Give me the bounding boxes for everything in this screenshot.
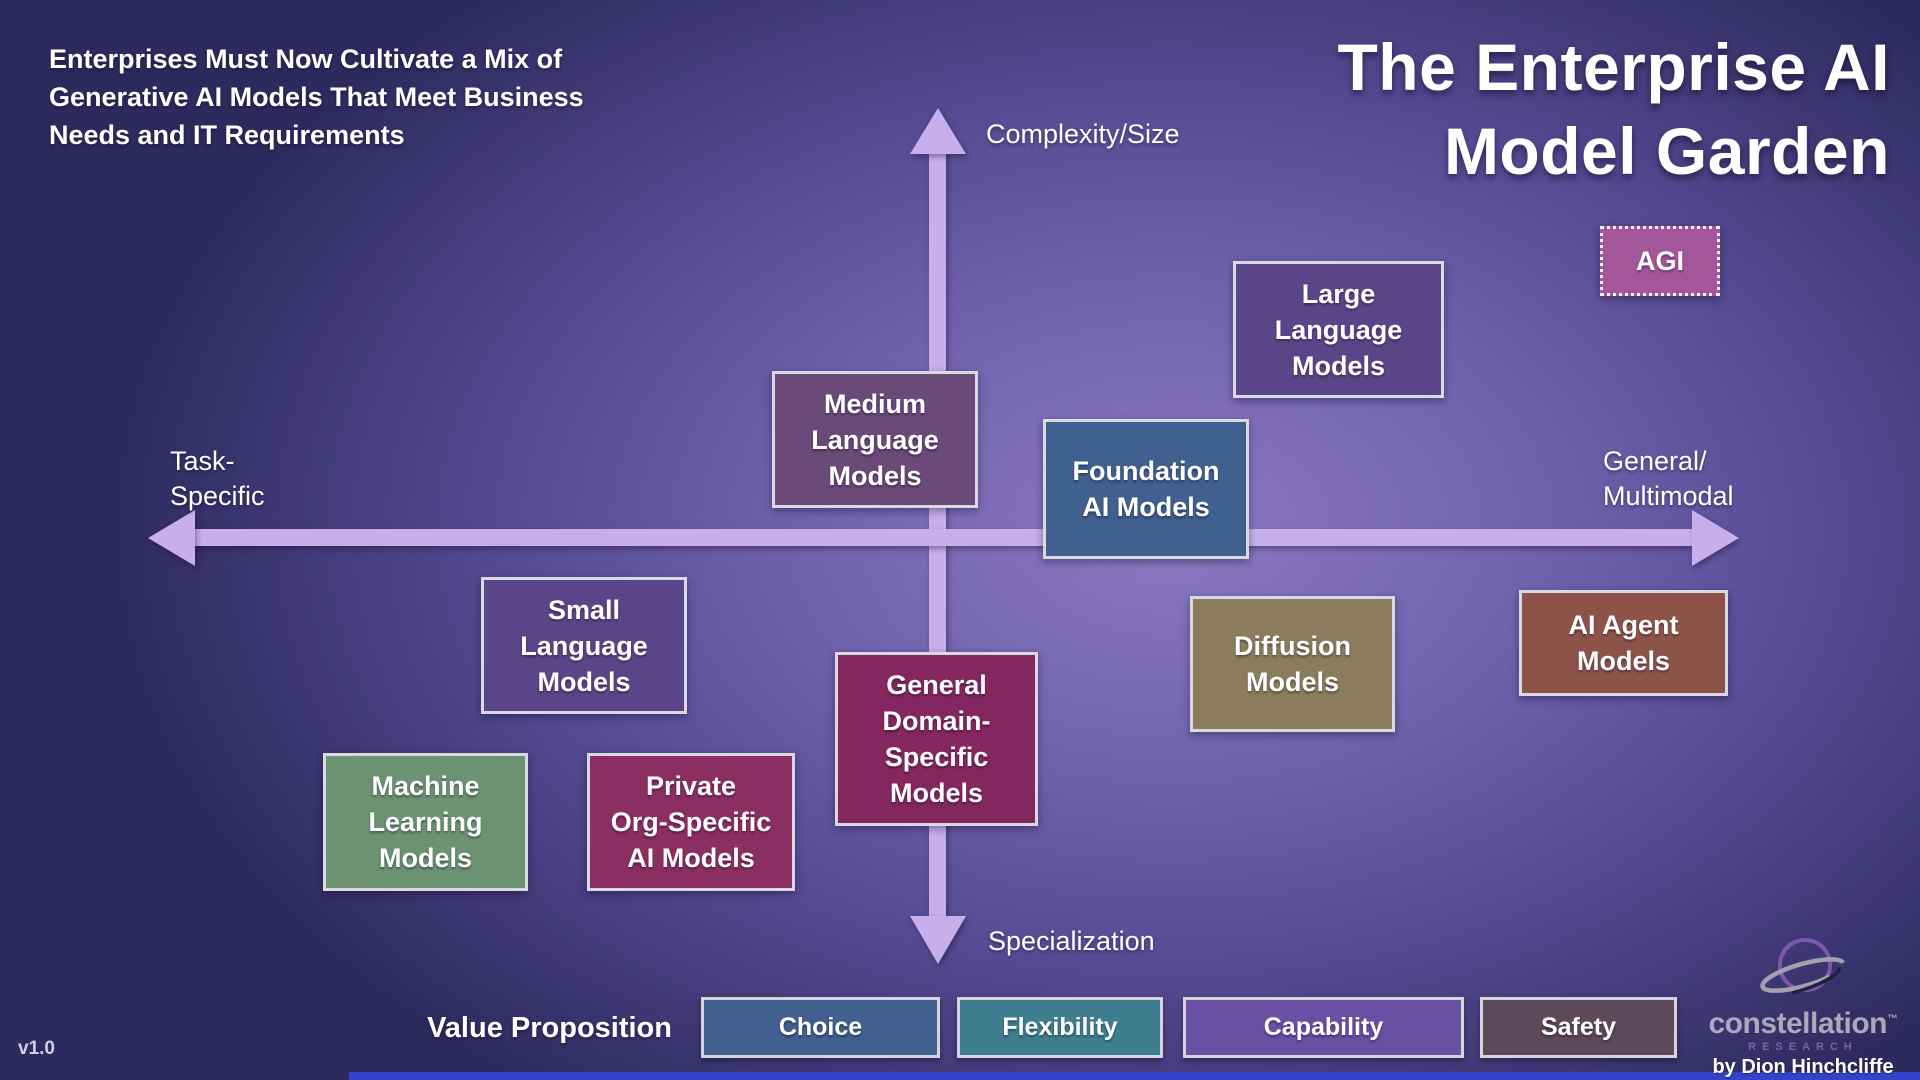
arrow-down-icon <box>910 916 966 964</box>
constellation-research-logo: constellation™ RESEARCH by Dion Hinchcli… <box>1708 933 1898 1079</box>
foundation-ai-models-label: Foundation AI Models <box>1072 456 1220 522</box>
large-language-models-label: Large Language Models <box>1274 278 1403 381</box>
horizontal-axis-line <box>193 529 1694 546</box>
trademark-symbol: ™ <box>1887 1013 1898 1025</box>
slide-subtitle: Enterprises Must Now Cultivate a Mix of … <box>49 44 584 150</box>
agi-label: AGI <box>1635 246 1684 276</box>
small-language-models-box: Small Language Models <box>481 577 687 714</box>
arrow-up-icon <box>910 108 966 154</box>
large-language-models-box: Large Language Models <box>1233 261 1444 398</box>
arrow-left-icon <box>148 510 195 566</box>
logo-division: RESEARCH <box>1748 1041 1858 1053</box>
general-domain-specific-models-box: General Domain- Specific Models <box>835 652 1038 826</box>
value-safety-label: Safety <box>1540 1013 1617 1041</box>
small-language-models-label: Small Language Models <box>520 594 648 697</box>
constellation-orbit-icon <box>1760 938 1846 998</box>
general-domain-specific-models-label: General Domain- Specific Models <box>882 670 991 808</box>
axis-label-task-specific: Task- Specific <box>170 446 265 511</box>
machine-learning-models-label: Machine Learning Models <box>368 771 483 873</box>
medium-language-models-box: Medium Language Models <box>772 371 978 508</box>
foundation-ai-models-box: Foundation AI Models <box>1043 419 1249 559</box>
slide-title: The Enterprise AI Model Garden <box>1337 30 1890 188</box>
logo-wordmark: constellation™ <box>1708 1007 1898 1040</box>
bottom-accent-bar <box>349 1072 1920 1080</box>
machine-learning-models-box: Machine Learning Models <box>323 753 528 891</box>
value-choice-box: Choice <box>701 997 940 1058</box>
ai-agent-models-label: AI Agent Models <box>1568 610 1679 676</box>
value-capability-label: Capability <box>1263 1013 1384 1041</box>
medium-language-models-label: Medium Language Models <box>811 388 939 491</box>
axis-label-general-multimodal: General/ Multimodal <box>1603 446 1734 511</box>
value-proposition-label: Value Proposition <box>427 1012 672 1044</box>
axis-label-specialization: Specialization <box>988 926 1155 956</box>
arrow-right-icon <box>1692 510 1739 566</box>
private-org-specific-ai-models-box: Private Org-Specific AI Models <box>587 753 795 891</box>
value-choice-label: Choice <box>778 1013 863 1041</box>
axis-label-complexity-size: Complexity/Size <box>986 119 1180 149</box>
ai-agent-models-box: AI Agent Models <box>1519 590 1728 696</box>
agi-box: AGI <box>1600 226 1720 296</box>
value-capability-box: Capability <box>1183 997 1464 1058</box>
value-safety-box: Safety <box>1480 997 1677 1058</box>
logo-byline: by Dion Hinchcliffe <box>1712 1056 1894 1078</box>
private-org-specific-ai-models-label: Private Org-Specific AI Models <box>610 771 772 873</box>
value-flexibility-box: Flexibility <box>957 997 1163 1058</box>
value-flexibility-label: Flexibility <box>1002 1013 1118 1041</box>
diffusion-models-label: Diffusion Models <box>1234 631 1351 697</box>
version-label: v1.0 <box>18 1038 55 1059</box>
diffusion-models-box: Diffusion Models <box>1190 596 1395 732</box>
